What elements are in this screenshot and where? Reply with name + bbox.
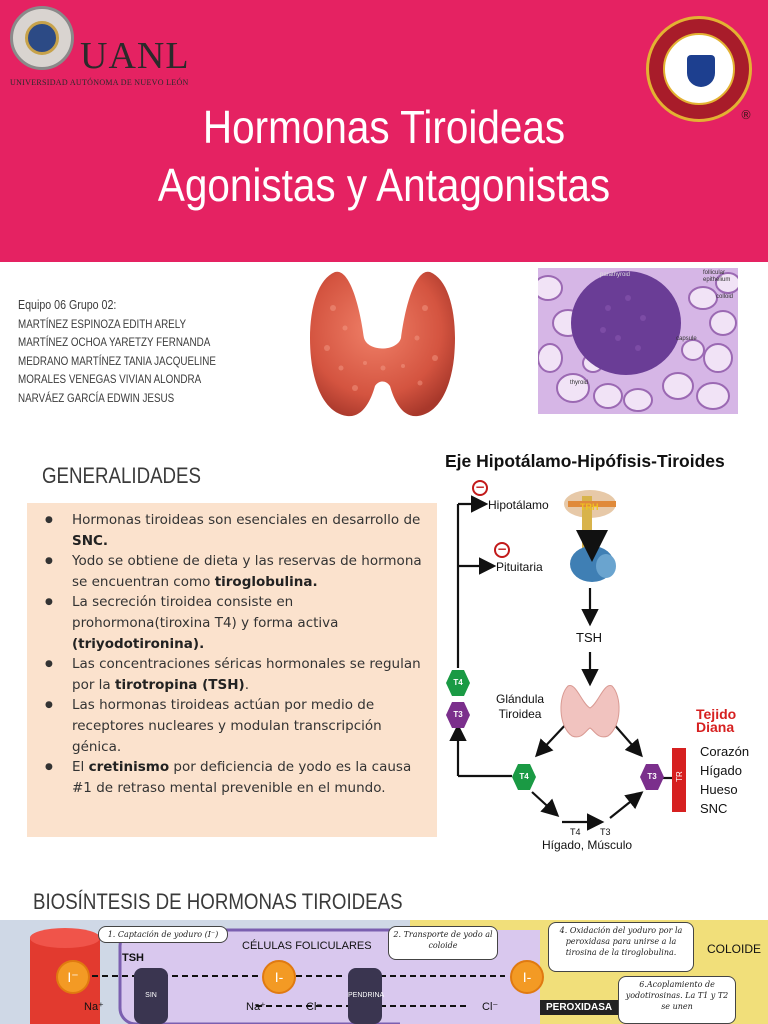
medicine-faculty-seal-icon [646,16,752,122]
generalidades-title: GENERALIDADES [42,463,202,488]
team-member: MORALES VENEGAS VIVIAN ALONDRA [18,372,202,386]
list-item: La secreción tiroidea consiste en prohor… [45,592,425,654]
histology-label: capsule [676,336,697,342]
biosynthesis-diagram: 1. Captación de yoduro (I⁻) 2. Transport… [0,920,768,1024]
trh-label: TRH [580,502,599,512]
team-member: MEDRANO MARTÍNEZ TANIA JACQUELINE [18,353,216,368]
team-member: MARTÍNEZ OCHOA YARETZY FERNANDA [18,335,211,349]
target-tissue-list: Corazón Hígado Hueso SNC [700,742,749,818]
registered-mark: ® [740,108,752,122]
title-line-2: Agonistas y Antagonistas [157,159,611,211]
list-item: Hormonas tiroideas son esenciales en des… [45,510,425,551]
colloid-label: COLOIDE [707,942,762,956]
uanl-wordmark: UANL [80,35,190,77]
histology-label: colloid [716,294,734,300]
list-item: Las hormonas tiroideas actúan por medio … [45,695,425,757]
sodium-label: Na⁺ [84,1001,104,1013]
chloride-label: Cl⁻ [306,1001,323,1013]
team-member: MARTÍNEZ ESPINOZA EDITH ARELY [18,316,187,331]
target-tissue: Corazón [700,744,750,759]
list-item: El cretinismo por deficiencia de yodo es… [45,757,425,798]
histology-label: parathyroid [600,272,631,278]
tsh-label: TSH [576,630,602,645]
step-4-callout: 4. Oxidación del yoduro por la peroxidas… [548,922,694,972]
target-tissue: Hueso [700,782,738,797]
target-tissue: Hígado [700,763,742,778]
biosintesis-title: BIOSÍNTESIS DE HORMONAS TIROIDEAS [33,889,403,914]
header-banner: UANL UNIVERSIDAD AUTÓNOMA DE NUEVO LEÓN … [0,0,768,262]
histology-label: follicular epithelium [703,270,731,283]
t4-small-label: T4 [570,827,581,837]
axis-title: Eje Hipotálamo-Hipófisis-Tiroides [445,451,725,471]
chloride-label: Cl⁻ [482,1001,499,1013]
t3-small-label: T3 [600,827,611,837]
step-1-callout: 1. Captación de yoduro (I⁻) [98,926,228,943]
cells-label: CÉLULAS FOLICULARES [242,940,372,952]
histology-drawing [538,268,738,414]
pituitary-label: Pituitaria [496,560,543,574]
iodide-ion-icon: I- [510,960,544,994]
sin-channel: SIN [134,968,168,1024]
page-title: Hormonas Tiroideas Agonistas y Antagonis… [46,98,722,214]
hypothalamus-label: Hipotálamo [488,498,549,512]
uanl-seal-icon [10,6,74,70]
iodide-ion-icon: I- [262,960,296,994]
uanl-subtitle: UNIVERSIDAD AUTÓNOMA DE NUEVO LEÓN [10,78,189,87]
target-tissue: SNC [700,801,728,816]
thyroid-histology-image: parathyroid follicular epithelium colloi… [538,268,738,414]
step-6-callout: 6.Acoplamiento de yodotirosinas. La T1 y… [618,976,736,1024]
inhibition-icon: − [472,480,488,496]
team-list: Equipo 06 Grupo 02: MARTÍNEZ ESPINOZA ED… [18,296,216,407]
team-member: NARVÁEZ GARCÍA EDWIN JESUS [18,390,175,405]
periphery-label: Hígado, Músculo [542,838,633,852]
team-heading: Equipo 06 Grupo 02: [18,297,117,312]
list-item: Yodo se obtiene de dieta y las reservas … [45,551,425,592]
peroxidasa-label: PEROXIDASA [540,1000,619,1015]
inhibition-icon: − [494,542,510,558]
title-line-1: Hormonas Tiroideas [202,101,566,153]
histology-label: thyroid [570,380,589,386]
tr-label: TR [674,771,684,782]
hpt-axis-diagram: Eje Hipotálamo-Hipófisis-Tiroides [440,446,768,860]
pendrina-channel: PENDRINA [348,968,384,1024]
thyroid-gland-image [310,271,455,417]
generalidades-list: Hormonas tiroideas son esenciales en des… [45,510,425,798]
list-item: Las concentraciones séricas hormonales s… [45,654,425,695]
step-2-callout: 2. Transporte de yodo al coloide [388,926,498,960]
generalidades-box: Hormonas tiroideas son esenciales en des… [27,503,437,837]
tsh-label: TSH [122,952,144,964]
sodium-label: Na⁺ [246,1001,266,1013]
iodide-ion-icon: I⁻ [56,960,90,994]
uanl-logo: UANL UNIVERSIDAD AUTÓNOMA DE NUEVO LEÓN [10,6,190,92]
